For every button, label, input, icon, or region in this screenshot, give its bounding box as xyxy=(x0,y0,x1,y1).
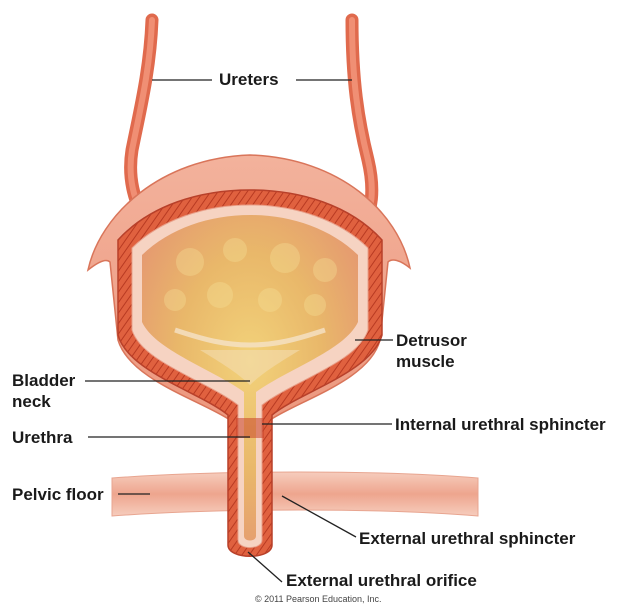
label-detrusor-line2: muscle xyxy=(396,351,467,372)
copyright-notice: © 2011 Pearson Education, Inc. xyxy=(255,594,382,604)
label-urethra: Urethra xyxy=(12,427,72,448)
label-detrusor-line1: Detrusor xyxy=(396,330,467,351)
label-pelvic-floor: Pelvic floor xyxy=(12,484,104,505)
label-external-urethral-sphincter: External urethral sphincter xyxy=(359,528,575,549)
label-external-urethral-orifice: External urethral orifice xyxy=(286,570,477,591)
label-bladder-neck-line2: neck xyxy=(12,391,75,412)
label-ureters: Ureters xyxy=(219,69,279,90)
label-detrusor-muscle: Detrusor muscle xyxy=(396,330,467,372)
label-bladder-neck: Bladder neck xyxy=(12,370,75,412)
label-bladder-neck-line1: Bladder xyxy=(12,370,75,391)
pelvic-floor-band xyxy=(112,472,478,516)
internal-sphincter-band xyxy=(236,418,264,438)
label-internal-urethral-sphincter: Internal urethral sphincter xyxy=(395,414,606,435)
